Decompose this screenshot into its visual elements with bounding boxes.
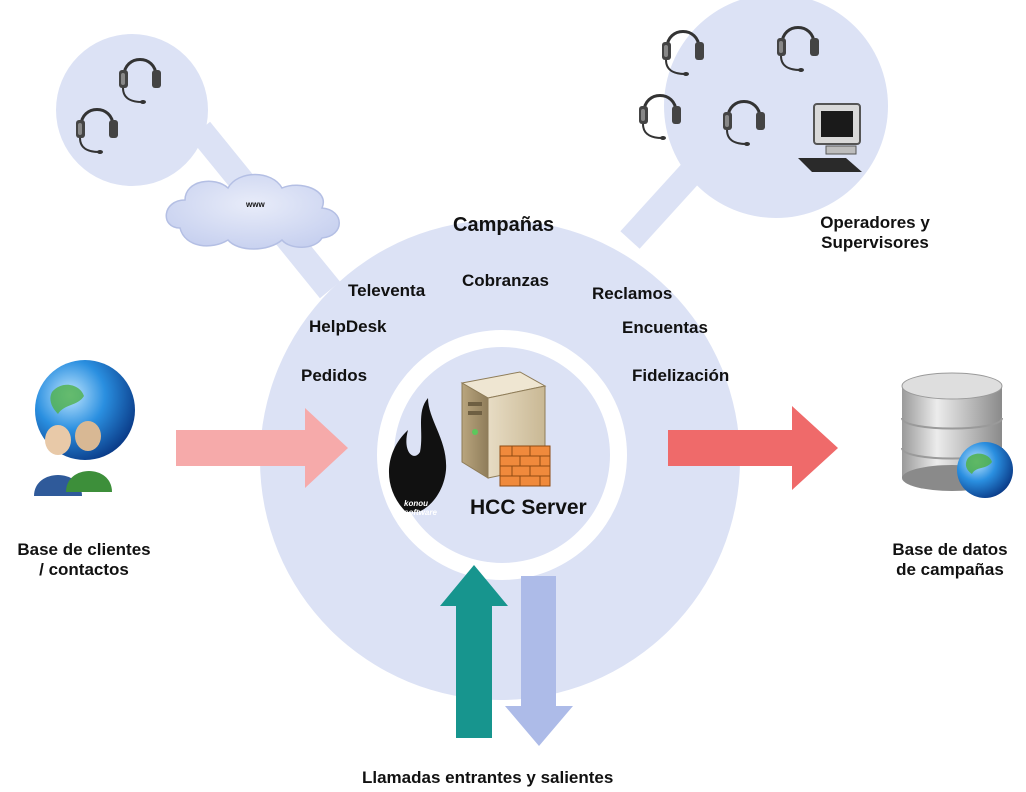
clients-label-line2: / contactos <box>39 560 129 579</box>
calls-label: Llamadas entrantes y salientes <box>362 768 614 787</box>
campaign-item-fidelizacion: Fidelización <box>632 366 730 385</box>
server-label: HCC Server <box>470 496 587 519</box>
clients-label-line1: Base de clientes <box>17 540 151 559</box>
operators-label-line2: Supervisores <box>821 233 929 252</box>
database-label-line1: Base de datos <box>892 540 1008 559</box>
arrow-incoming-calls <box>440 565 508 738</box>
users-globe-icon <box>34 360 135 496</box>
campaign-item-pedidos: Pedidos <box>301 366 368 385</box>
flame-logo-icon <box>388 398 447 512</box>
campaigns-title: Campañas <box>453 214 555 236</box>
database-globe-icon <box>901 372 1013 498</box>
operators-label: Operadores y Supervisores <box>800 213 950 253</box>
arrow-server-to-database <box>668 406 838 490</box>
arrow-outgoing-calls <box>505 576 573 746</box>
remote-agents-circle <box>56 34 208 186</box>
clients-label: Base de clientes / contactos <box>4 540 164 580</box>
computer-icon <box>798 103 862 172</box>
arrow-clients-to-server <box>176 408 348 488</box>
cloud-icon <box>165 173 340 250</box>
campaign-item-helpdesk: HelpDesk <box>309 317 387 336</box>
campaign-item-televenta: Televenta <box>348 281 426 300</box>
operators-label-line1: Operadores y <box>820 213 930 232</box>
campaign-item-reclamos: Reclamos <box>592 284 673 303</box>
cloud-label: www <box>246 200 265 209</box>
database-label: Base de datos de campañas <box>880 540 1020 580</box>
server-icon <box>460 371 551 487</box>
campaign-item-encuentas: Encuentas <box>622 318 708 337</box>
database-label-line2: de campañas <box>896 560 1004 579</box>
campaign-item-cobranzas: Cobranzas <box>462 271 549 290</box>
logo-text: konou software <box>404 499 437 517</box>
